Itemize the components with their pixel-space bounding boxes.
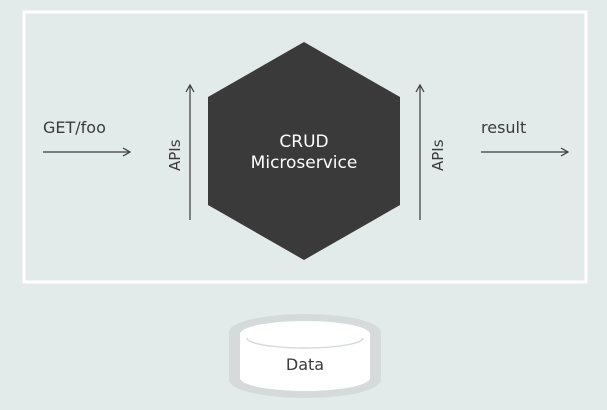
datastore-label: Data — [286, 355, 324, 374]
microservice-hexagon — [208, 42, 400, 260]
datastore-cylinder — [229, 314, 381, 398]
service-boundary-frame — [22, 10, 588, 284]
request-label: GET/foo — [43, 118, 106, 137]
right-api-label: APIs — [429, 139, 447, 171]
service-title-line2: Microservice — [251, 153, 358, 173]
left-api-label: APIs — [166, 139, 184, 171]
service-title-line1: CRUD — [279, 132, 328, 152]
result-label: result — [481, 118, 526, 137]
